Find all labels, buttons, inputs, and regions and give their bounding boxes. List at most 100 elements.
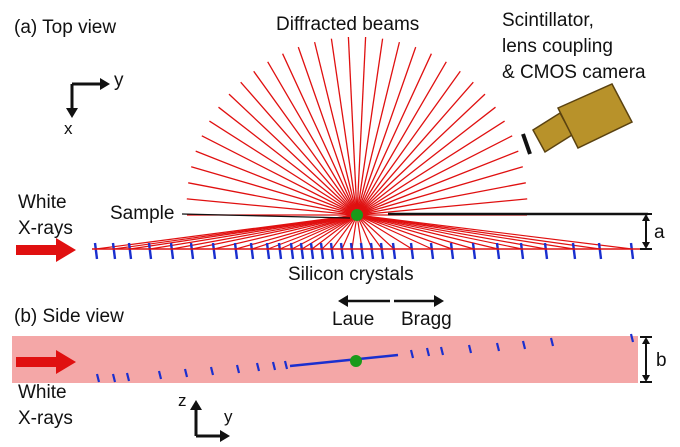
incident-beam — [213, 214, 358, 250]
silicon-crystal-side — [235, 364, 241, 374]
bragg-label: Bragg — [401, 309, 452, 330]
diffracted-beam — [282, 53, 358, 216]
diffracted-beam — [356, 61, 447, 216]
silicon-crystal-side — [183, 368, 189, 378]
silicon-crystal — [571, 242, 577, 260]
silicon-crystal — [309, 242, 315, 260]
silicon-crystal — [471, 242, 477, 260]
silicon-crystal — [429, 242, 435, 260]
diffracted-beam — [253, 70, 358, 216]
bragg-arrow — [394, 295, 444, 307]
silicon-crystal-side — [283, 360, 289, 370]
diffracted-beam — [209, 120, 358, 216]
diffracted-beam — [356, 46, 417, 216]
diffracted-beam — [356, 182, 526, 216]
silicon-crystal — [449, 242, 455, 260]
diffracted-beam — [347, 36, 358, 216]
diffracted-beam — [313, 41, 358, 216]
axis-z-label: z — [178, 391, 187, 410]
incident-beam — [356, 214, 499, 250]
diffracted-beam — [330, 38, 358, 216]
dimension-b-label: b — [656, 350, 667, 371]
dimension-a-label: a — [654, 222, 665, 243]
diffracted-beam — [240, 81, 358, 216]
axis-indicator-top: y x — [64, 70, 124, 138]
diffracted-beam — [356, 150, 519, 216]
diffracted-beam — [356, 135, 513, 216]
silicon-crystal — [111, 242, 117, 260]
incident-beam — [356, 214, 373, 250]
silicon-crystal — [249, 242, 255, 260]
silicon-crystal-side — [95, 373, 101, 383]
incident-beam — [331, 214, 358, 250]
diffracted-beam — [356, 120, 505, 216]
sample-dot-side — [350, 355, 362, 367]
incident-beam — [171, 214, 358, 250]
silicon-crystal — [265, 242, 271, 260]
axis-x-arrowhead — [66, 108, 78, 118]
silicon-crystal — [319, 242, 325, 260]
incident-xray-arrow-b — [16, 350, 76, 374]
silicon-crystal — [495, 242, 501, 260]
diffracted-beams-label: Diffracted beams — [276, 14, 419, 35]
incident-beam — [341, 214, 358, 250]
laue-arrow — [338, 295, 390, 307]
silicon-crystal — [379, 242, 385, 260]
silicon-crystal-side — [409, 349, 415, 359]
silicon-crystal-side — [255, 362, 261, 372]
incident-beam — [321, 214, 358, 250]
silicon-crystal — [211, 242, 217, 260]
incident-beam — [356, 214, 523, 250]
silicon-crystal — [299, 242, 305, 260]
incident-beam — [356, 214, 413, 250]
sample-dot-top — [351, 209, 363, 221]
axis-y-label: y — [114, 70, 124, 91]
diffracted-beam — [218, 106, 358, 216]
incident-beam — [356, 214, 575, 250]
crystal-row-side — [289, 353, 399, 368]
silicon-crystal — [519, 242, 525, 260]
sample-pointer — [181, 213, 351, 219]
incident-beam — [235, 214, 358, 250]
diffracted-beam — [201, 135, 358, 216]
incident-beam — [279, 214, 358, 250]
camera-label-line1: Scintillator, — [502, 10, 594, 31]
diffracted-beam — [356, 93, 486, 216]
silicon-crystal-side — [209, 366, 215, 376]
dimension-b-bracket — [640, 336, 652, 383]
diffracted-beam — [356, 38, 384, 216]
dimension-a-bracket — [640, 213, 652, 250]
diffracted-beam — [356, 106, 496, 216]
incident-beam — [149, 214, 358, 250]
silicon-crystal-side — [157, 370, 163, 380]
diffracted-beam — [356, 41, 401, 216]
silicon-crystal — [543, 242, 549, 260]
silicon-crystals-label: Silicon crystals — [288, 264, 414, 285]
camera-label-line3: & CMOS camera — [502, 62, 646, 83]
diffracted-beam — [297, 46, 358, 216]
camera-body — [556, 83, 634, 149]
incident-beam — [267, 214, 358, 250]
silicon-crystal-side — [467, 344, 473, 354]
camera-icon — [521, 83, 634, 155]
diffracted-beam — [356, 70, 461, 216]
white-xrays-b-line2: X-rays — [18, 408, 73, 429]
incident-beam — [356, 214, 475, 250]
scintillator-plate — [521, 133, 532, 155]
diffracted-beam — [356, 53, 432, 216]
silicon-crystal — [93, 242, 99, 260]
diffracted-beam — [186, 198, 358, 216]
panel-a-title: (a) Top view — [14, 17, 116, 38]
sample-label: Sample — [110, 203, 174, 224]
silicon-crystal-side — [111, 373, 117, 383]
silicon-crystal — [349, 242, 355, 260]
silicon-crystal — [147, 242, 153, 260]
white-xrays-a-line2: X-rays — [18, 218, 73, 239]
silicon-crystal-side — [549, 337, 555, 347]
silicon-crystal — [127, 242, 133, 260]
silicon-crystals-top — [93, 242, 635, 260]
axis-x-label: x — [64, 119, 73, 138]
axis-indicator-side: z y — [178, 391, 233, 442]
diffracted-beam — [267, 61, 358, 216]
